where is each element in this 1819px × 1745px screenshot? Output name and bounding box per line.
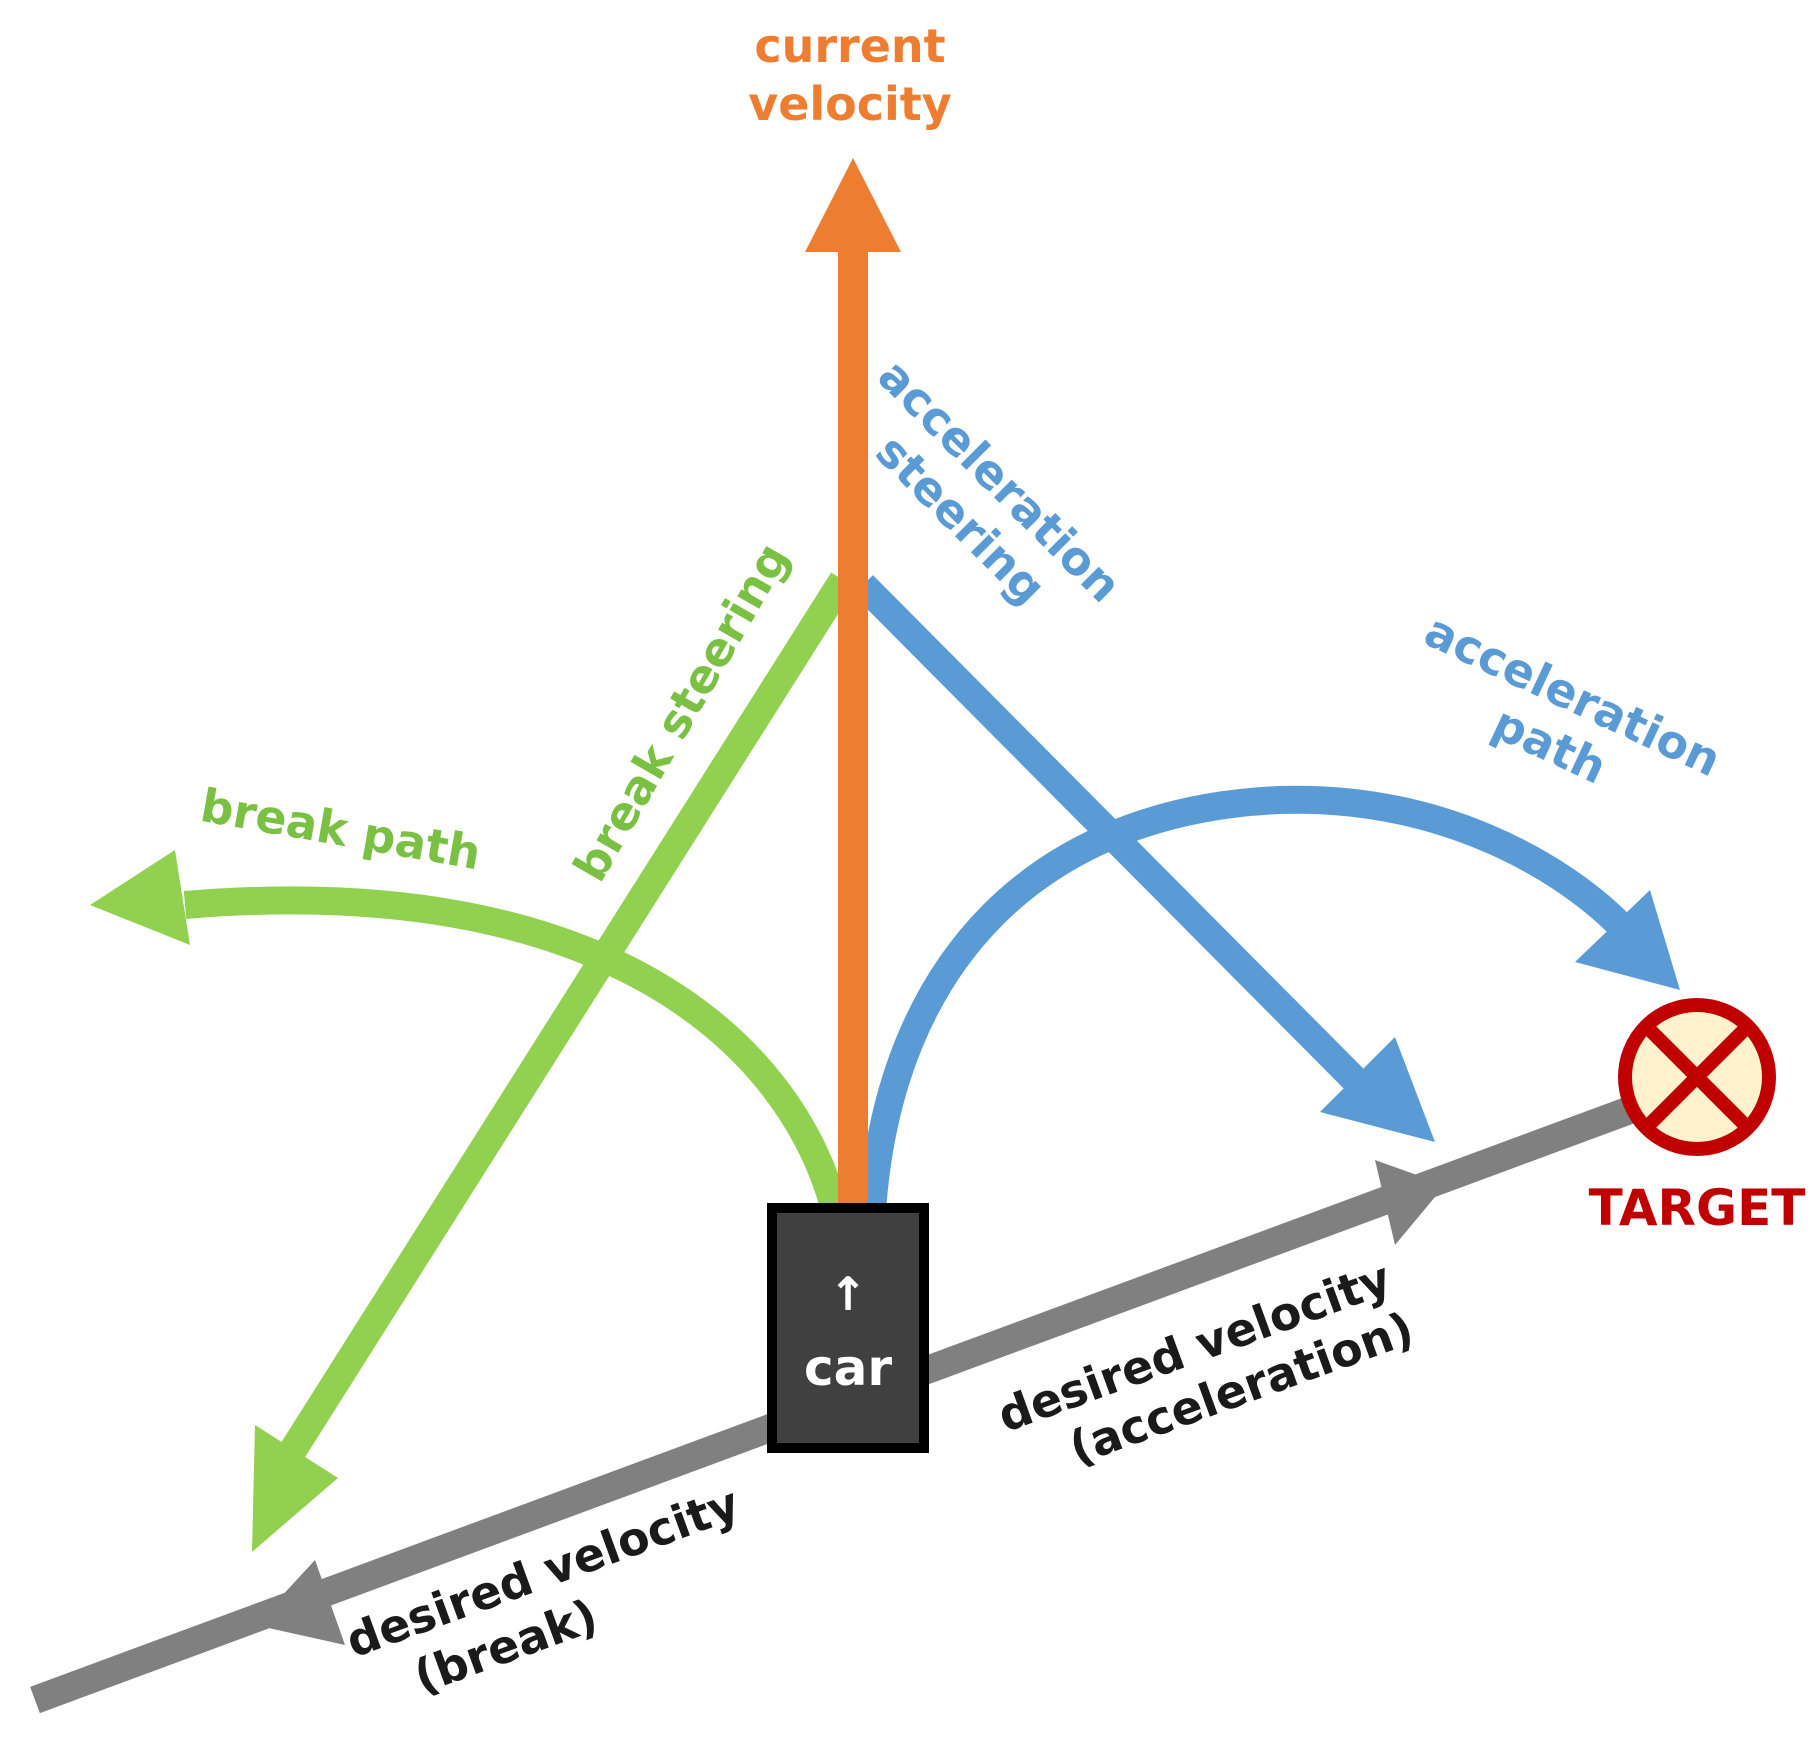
svg-text:current: current — [754, 19, 945, 73]
car-label: car — [804, 1339, 892, 1397]
acceleration-path-arrow — [858, 785, 1680, 1212]
break-steering-arrow — [252, 572, 855, 1552]
circled-x-icon — [1618, 998, 1776, 1156]
target-label: TARGET — [1589, 1179, 1806, 1237]
target: TARGET — [1589, 998, 1806, 1237]
acceleration-steering-arrow — [853, 575, 1435, 1142]
svg-text:velocity: velocity — [748, 77, 952, 131]
desired-velocity-acceleration-arrowhead — [1375, 1160, 1445, 1245]
desired-velocity-break-arrowhead — [255, 1560, 345, 1645]
car-body — [767, 1203, 929, 1453]
break-path-label: break path — [197, 778, 485, 880]
current-velocity-label: current velocity — [748, 19, 952, 131]
break-path-arrow — [90, 850, 849, 1214]
car: ↑ car — [767, 1203, 929, 1453]
up-arrow-icon: ↑ — [829, 1267, 868, 1321]
acceleration-path-label: acceleration path — [1417, 603, 1729, 794]
current-velocity-arrow — [805, 158, 901, 1210]
desired-velocity-acceleration-label: desired velocity (acceleration) — [991, 1251, 1421, 1476]
